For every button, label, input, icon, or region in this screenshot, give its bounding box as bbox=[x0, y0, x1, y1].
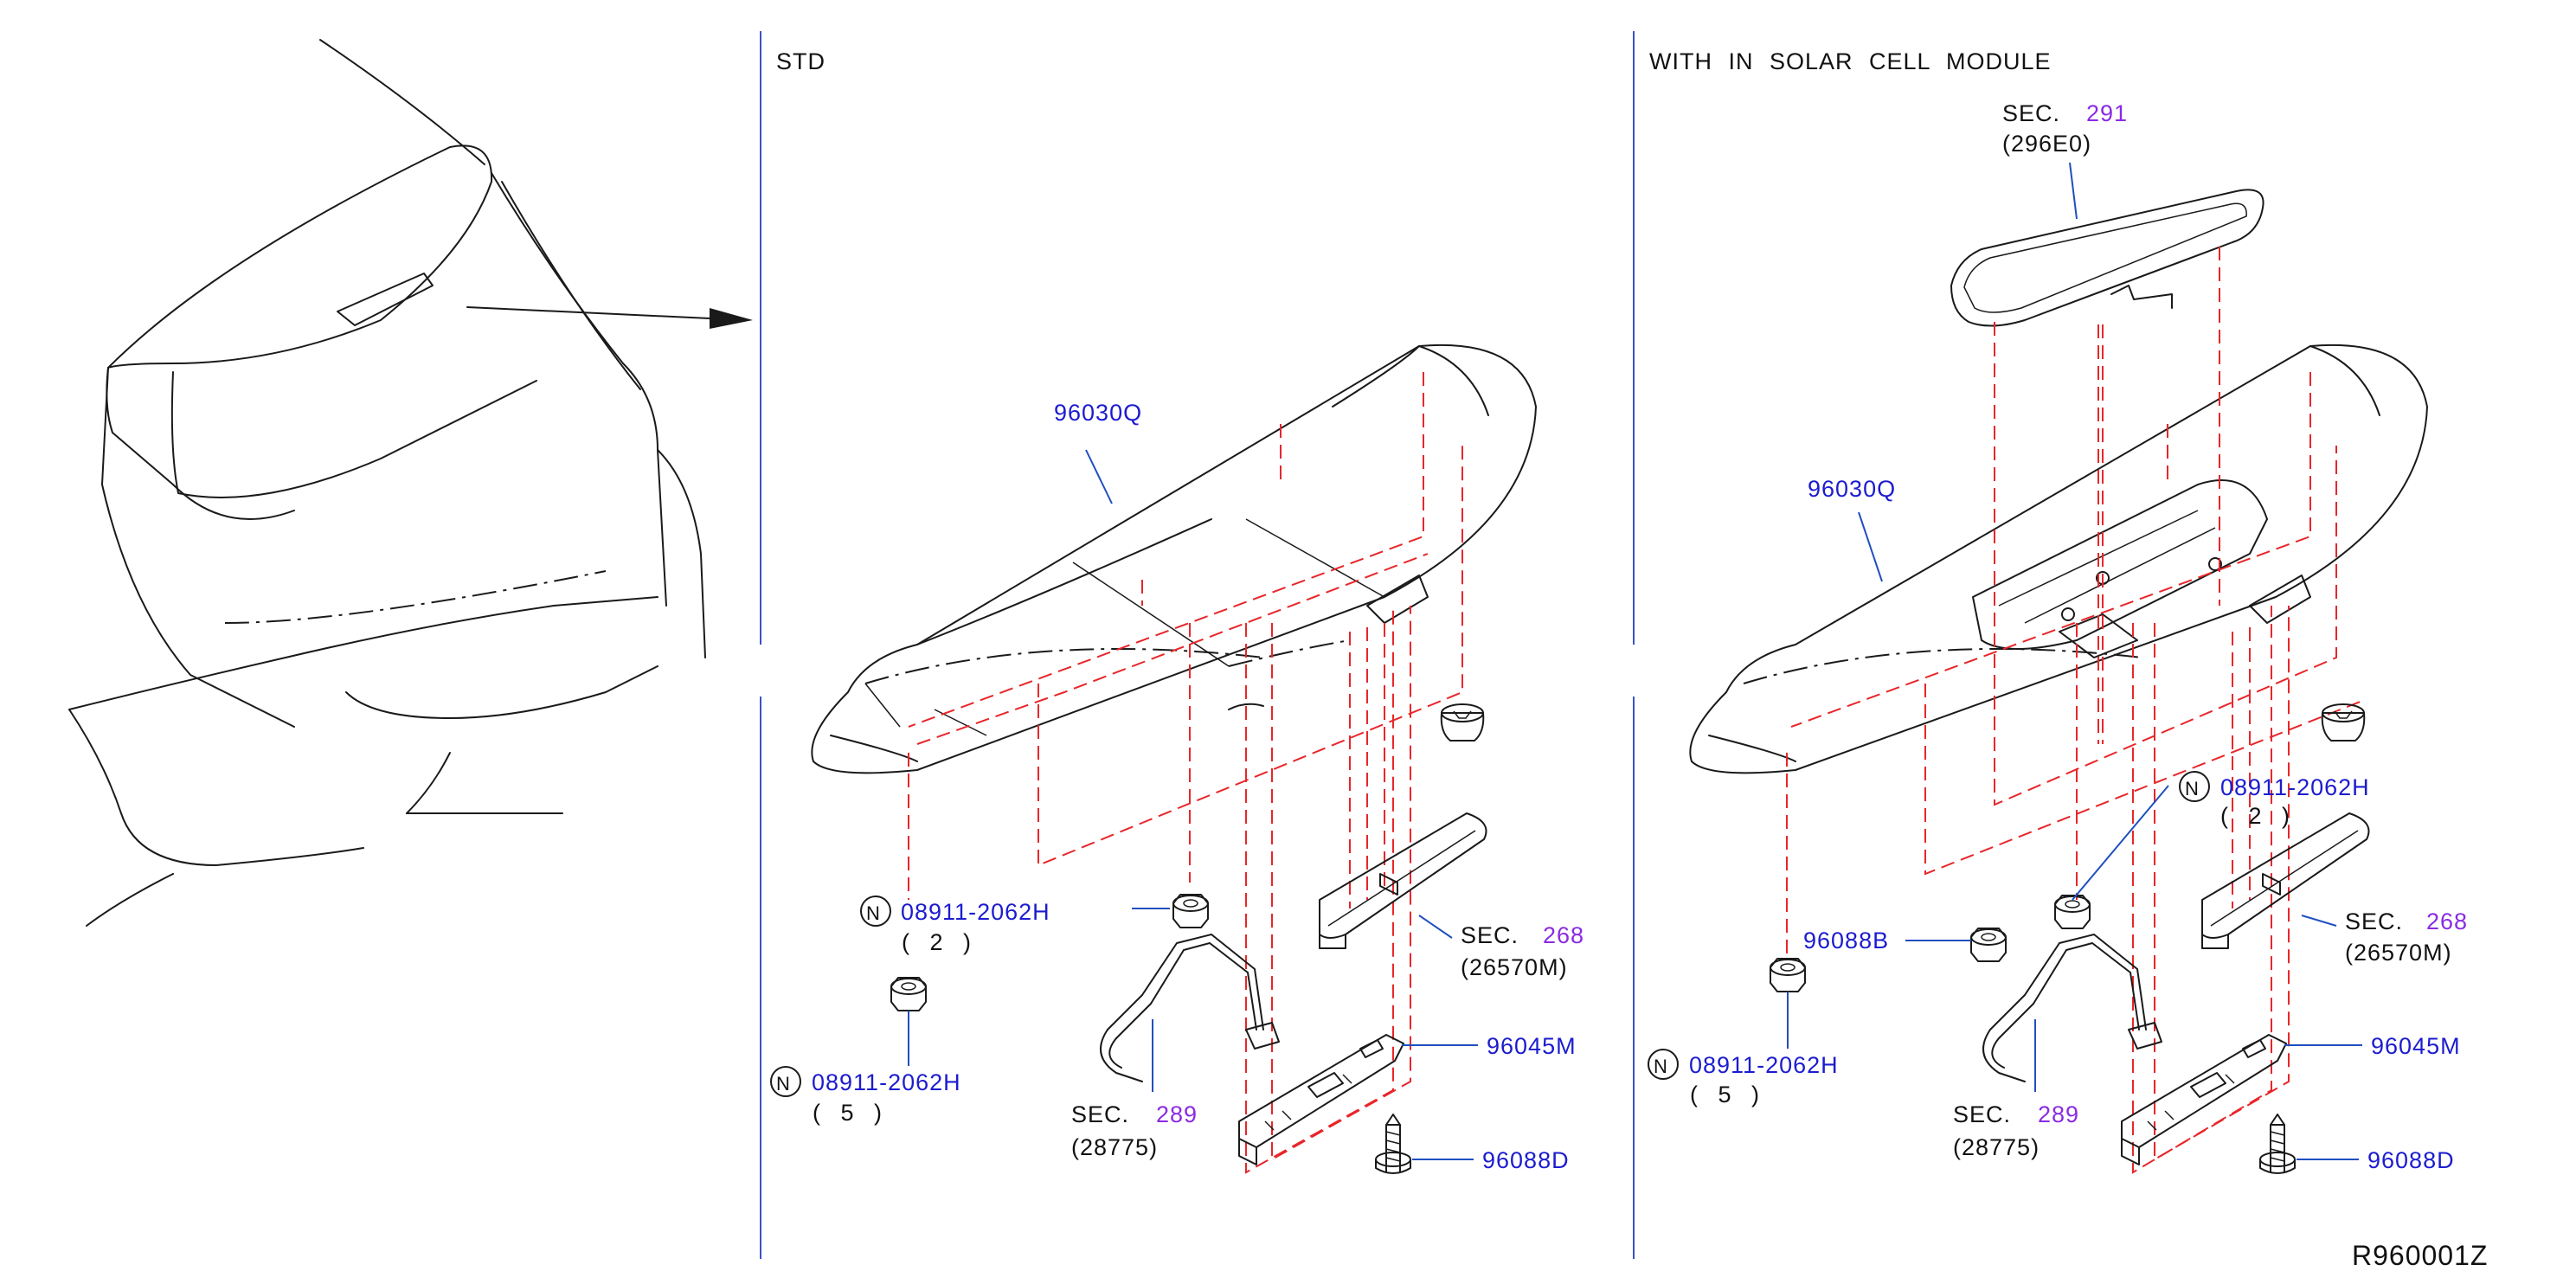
solar-module-code: (296E0) bbox=[2002, 131, 2091, 157]
solar-nut-upper-qty: ( 2 ) bbox=[2220, 803, 2290, 829]
solar-spoiler-label: 96030Q bbox=[1808, 476, 1896, 502]
solar-bracket-label: 96045M bbox=[2371, 1033, 2461, 1059]
solar-nut-lower-part: 08911-2062H bbox=[1689, 1052, 1839, 1078]
solar-nut-lower-n: N bbox=[1654, 1056, 1668, 1077]
solar-nut-lower-n-icon bbox=[1648, 1049, 1679, 1080]
std-nut-lower-n-icon bbox=[770, 1066, 801, 1097]
std-lamp-sec: SEC. bbox=[1461, 922, 1519, 948]
car-rear-view bbox=[68, 39, 753, 927]
std-nut-upper-qty: ( 2 ) bbox=[902, 929, 972, 955]
section-title-solar: WITH IN SOLAR CELL MODULE bbox=[1649, 48, 2052, 74]
solar-assembly bbox=[1689, 189, 2428, 1174]
solar-harness-sec: SEC. bbox=[1953, 1101, 2011, 1127]
solar-module-sec: SEC. bbox=[2002, 100, 2060, 126]
solar-screw-label: 96088D bbox=[2367, 1147, 2455, 1173]
std-bracket-label: 96045M bbox=[1487, 1033, 1577, 1059]
std-assembly bbox=[811, 343, 1537, 1174]
std-nut-lower-n: N bbox=[776, 1073, 791, 1095]
std-screw-label: 96088D bbox=[1482, 1147, 1570, 1173]
solar-lamp-sec: SEC. bbox=[2345, 908, 2403, 934]
std-spoiler-label: 96030Q bbox=[1054, 400, 1142, 426]
std-harness-sec-num: 289 bbox=[1156, 1101, 1198, 1127]
solar-harness-sec-num: 289 bbox=[2038, 1101, 2079, 1127]
solar-harness-code: (28775) bbox=[1953, 1134, 2040, 1160]
solar-nut-lower-qty: ( 5 ) bbox=[1690, 1082, 1760, 1107]
solar-lamp-sec-num: 268 bbox=[2426, 908, 2468, 934]
solar-nut-upper-part: 08911-2062H bbox=[2220, 774, 2370, 800]
std-harness-sec: SEC. bbox=[1071, 1101, 1129, 1127]
std-nut-upper-n: N bbox=[866, 902, 881, 924]
std-harness-code: (28775) bbox=[1071, 1134, 1158, 1160]
std-lamp-code: (26570M) bbox=[1461, 954, 1568, 980]
solar-nut-upper-n-icon bbox=[2179, 771, 2210, 802]
figure-code: R960001Z bbox=[2352, 1240, 2488, 1271]
std-nut-upper-part: 08911-2062H bbox=[901, 899, 1050, 925]
section-title-std: STD bbox=[776, 48, 825, 74]
std-lamp-sec-num: 268 bbox=[1543, 922, 1584, 948]
solar-module-sec-num: 291 bbox=[2086, 100, 2128, 126]
solar-grommet-label: 96088B bbox=[1803, 928, 1889, 953]
std-nut-upper-n-icon bbox=[860, 896, 891, 927]
solar-lamp-code: (26570M) bbox=[2345, 940, 2452, 966]
std-nut-lower-part: 08911-2062H bbox=[812, 1069, 961, 1095]
solar-nut-upper-n: N bbox=[2185, 778, 2200, 799]
std-nut-lower-qty: ( 5 ) bbox=[813, 1100, 883, 1126]
